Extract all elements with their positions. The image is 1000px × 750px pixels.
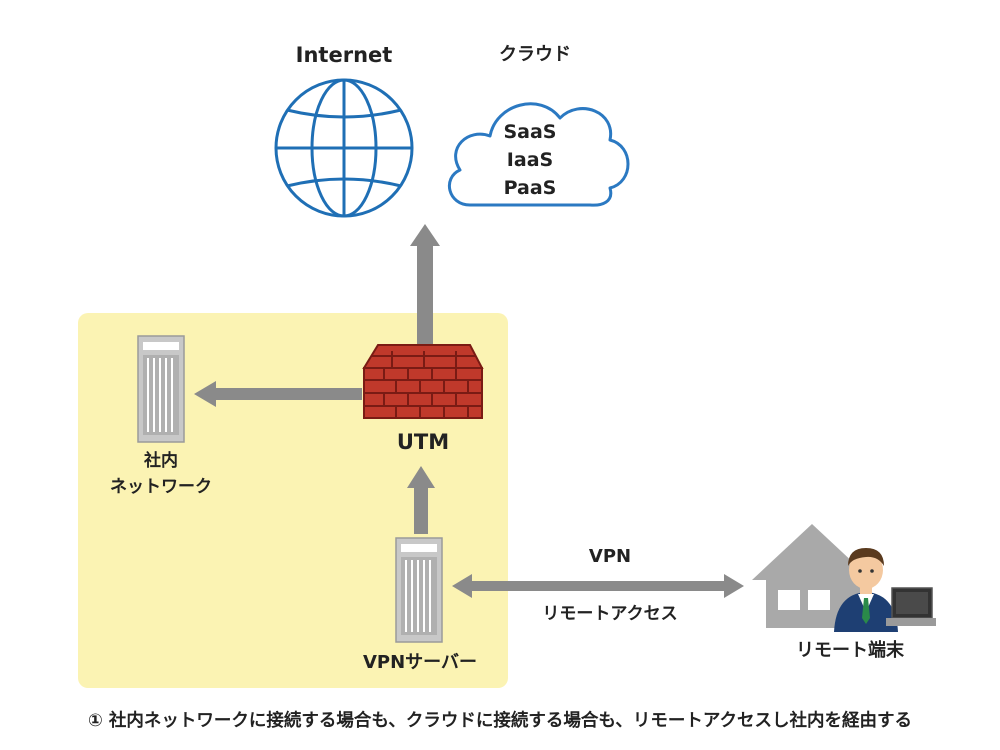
vpn-label: VPN <box>588 546 632 567</box>
cloud-title-label: クラウド <box>499 44 571 65</box>
remote-access-label: リモートアクセス <box>542 604 678 624</box>
cloud-service-paas: PaaS <box>503 177 557 199</box>
internal-server-icon <box>137 335 185 443</box>
utm-label: UTM <box>396 430 450 454</box>
firewall-icon <box>362 344 484 419</box>
internet-label: Internet <box>295 43 393 67</box>
cloud-services-list: SaaS IaaS PaaS <box>470 118 590 202</box>
globe-icon <box>274 78 414 218</box>
vpn-server-icon <box>395 537 443 643</box>
remote-user-icon <box>834 548 898 632</box>
cloud-service-iaas: IaaS <box>506 149 554 171</box>
internal-network-label-line2: ネットワーク <box>110 477 212 497</box>
arrow-utm-to-internal-network <box>194 381 362 407</box>
cloud-icon <box>448 102 630 207</box>
figure-caption: ① 社内ネットワークに接続する場合も、クラウドに接続する場合も、リモートアクセス… <box>88 711 912 731</box>
computer-icon <box>886 587 936 626</box>
arrow-vpn-bidirectional <box>452 574 744 598</box>
remote-terminal-label: リモート端末 <box>796 640 904 661</box>
internal-network-label: 社内 ネットワーク <box>96 448 226 500</box>
vpn-server-label: VPNサーバー <box>362 652 477 673</box>
arrow-vpn-server-to-utm <box>407 466 435 534</box>
cloud-service-saas: SaaS <box>503 121 557 143</box>
internal-network-label-line1: 社内 <box>144 451 178 471</box>
arrow-utm-to-internet <box>410 224 440 350</box>
